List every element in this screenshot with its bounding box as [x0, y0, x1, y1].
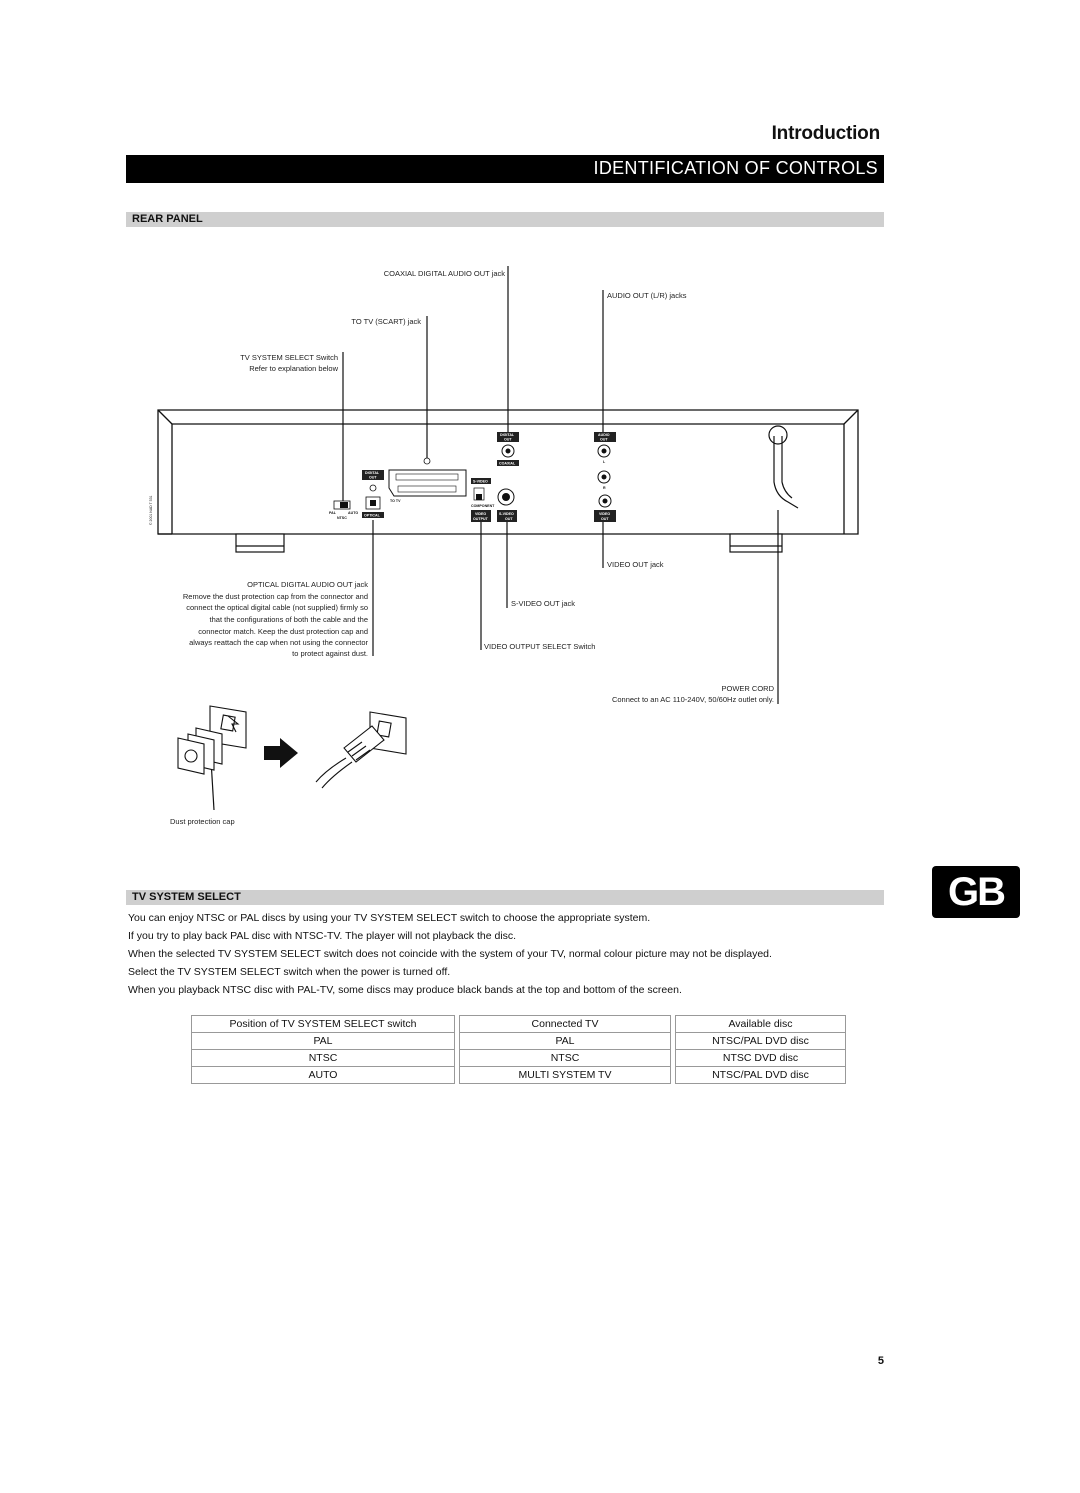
ntsc-label: NTSC: [337, 516, 347, 520]
table-cell: PAL: [191, 1032, 455, 1050]
video-output-section: S-VIDEO COMPONENT VIDEO OUTPUT S-VIDEO O…: [471, 478, 517, 522]
optical-callout: OPTICAL DIGITAL AUDIO OUT jack: [247, 580, 368, 589]
tv-system-callout: TV SYSTEM SELECT Switch: [240, 353, 338, 362]
audio-out-label: OUT: [600, 438, 608, 442]
page-number: 5: [877, 1355, 884, 1367]
to-tv-label: TO TV: [390, 499, 401, 503]
device-feet: [235, 533, 783, 553]
language-badge: GB: [932, 866, 1020, 918]
video-output-label-2: OUTPUT: [473, 517, 489, 521]
section-title: IDENTIFICATION OF CONTROLS: [593, 158, 878, 178]
audio-r-label: R: [603, 486, 606, 490]
table-header-cell: Position of TV SYSTEM SELECT switch: [191, 1015, 455, 1033]
section-title-bar: IDENTIFICATION OF CONTROLS: [126, 155, 884, 183]
power-cord-callout: POWER CORD: [722, 684, 775, 693]
tv-system-table: Position of TV SYSTEM SELECT switch Conn…: [191, 1015, 846, 1084]
video-label: VIDEO: [599, 512, 610, 516]
tv-system-callout-note: Refer to explanation below: [249, 364, 338, 373]
table-row: AUTO MULTI SYSTEM TV NTSC/PAL DVD disc: [191, 1066, 846, 1084]
audio-l-label: L: [603, 460, 606, 464]
coaxial-digital-out-jack[interactable]: DIGITAL OUT COAXIAL: [497, 432, 519, 466]
dust-cap-callout: Dust protection cap: [170, 817, 235, 826]
table-cell: NTSC DVD disc: [675, 1049, 846, 1067]
explanation-paragraph: When the selected TV SYSTEM SELECT switc…: [128, 948, 772, 960]
rear-panel-heading-bar: REAR PANEL: [126, 212, 884, 227]
scart-jack[interactable]: TO TV: [388, 457, 467, 503]
svideo-select-label: S-VIDEO: [473, 480, 488, 484]
tv-system-explanation: You can enjoy NTSC or PAL discs by using…: [128, 909, 888, 999]
table-row: PAL PAL NTSC/PAL DVD disc: [191, 1032, 846, 1050]
video-out-callout: VIDEO OUT jack: [607, 560, 664, 569]
optical-note-line: Remove the dust protection cap from the …: [183, 592, 368, 601]
tv-system-heading: TV SYSTEM SELECT: [132, 891, 241, 903]
table-cell: NTSC: [459, 1049, 671, 1067]
audio-out-callout: AUDIO OUT (L/R) jacks: [607, 291, 687, 300]
table-cell: NTSC/PAL DVD disc: [675, 1032, 846, 1050]
svideo-out-callout: S-VIDEO OUT jack: [511, 599, 575, 608]
pal-label: PAL: [329, 511, 337, 515]
table-cell: PAL: [459, 1032, 671, 1050]
svideo-out-label-1: S-VIDEO: [499, 512, 514, 516]
optical-note-line: to protect against dust.: [292, 649, 368, 658]
table-row: NTSC NTSC NTSC DVD disc: [191, 1049, 846, 1067]
table-cell: AUTO: [191, 1066, 455, 1084]
optical-note-line: connector match. Keep the dust protectio…: [198, 627, 368, 636]
optical-cable-illustration: [315, 711, 407, 789]
tv-system-heading-bar: TV SYSTEM SELECT: [126, 890, 884, 905]
optical-note-line: always reattach the cap when not using t…: [189, 638, 368, 647]
explanation-paragraph: Select the TV SYSTEM SELECT switch when …: [128, 966, 451, 978]
video-out-jack[interactable]: VIDEO OUT: [594, 494, 616, 522]
copyright-mark: © 2001 NAD T 531: [149, 495, 153, 525]
optical-note-line: that the configurations of both the cabl…: [210, 615, 368, 624]
coaxial-out-label: OUT: [504, 438, 512, 442]
optical-digital-out-jack[interactable]: DIGITAL OUT OPTICAL: [362, 470, 384, 518]
power-cord: [768, 425, 799, 509]
svideo-out-label-2: OUT: [505, 517, 513, 521]
optical-note-line: connect the optical digital cable (not s…: [186, 603, 368, 612]
video-out-label: OUT: [601, 517, 609, 521]
optical-digital-label: DIGITAL: [365, 471, 380, 475]
coaxial-callout: COAXIAL DIGITAL AUDIO OUT jack: [384, 269, 506, 278]
audio-out-jacks[interactable]: AUDIO OUT L R: [594, 432, 616, 490]
table-cell: NTSC/PAL DVD disc: [675, 1066, 846, 1084]
video-output-select-callout: VIDEO OUTPUT SELECT Switch: [484, 642, 595, 651]
optical-out-label: OUT: [369, 476, 377, 480]
table-header-cell: Available disc: [675, 1015, 846, 1033]
table-header-row: Position of TV SYSTEM SELECT switch Conn…: [191, 1015, 846, 1033]
explanation-paragraph: You can enjoy NTSC or PAL discs by using…: [128, 912, 651, 924]
coaxial-label: COAXIAL: [499, 462, 516, 466]
explanation-paragraph: When you playback NTSC disc with PAL-TV,…: [128, 984, 682, 996]
dust-cap-illustration: [177, 705, 247, 775]
optical-label: OPTICAL: [364, 514, 381, 518]
coaxial-digital-label: DIGITAL: [500, 433, 515, 437]
tv-system-select-switch[interactable]: PAL AUTO NTSC: [329, 500, 358, 520]
table-cell: MULTI SYSTEM TV: [459, 1066, 671, 1084]
table-cell: NTSC: [191, 1049, 455, 1067]
table-header-cell: Connected TV: [459, 1015, 671, 1033]
scart-callout: TO TV (SCART) jack: [351, 317, 421, 326]
callout-leader-lines: [210, 266, 779, 811]
auto-label: AUTO: [348, 511, 358, 515]
rear-panel-diagram: © 2001 NAD T 531 PAL AUTO NTSC DIGITAL O…: [149, 266, 859, 826]
power-cord-note: Connect to an AC 110-240V, 50/60Hz outle…: [612, 695, 774, 704]
rear-panel-heading: REAR PANEL: [132, 213, 203, 225]
chapter-title: Introduction: [771, 123, 881, 144]
arrow-icon: [264, 738, 298, 768]
video-output-label-1: VIDEO: [475, 512, 486, 516]
audio-label: AUDIO: [598, 433, 610, 437]
component-label: COMPONENT: [471, 504, 495, 508]
explanation-paragraph: If you try to play back PAL disc with NT…: [128, 930, 517, 942]
